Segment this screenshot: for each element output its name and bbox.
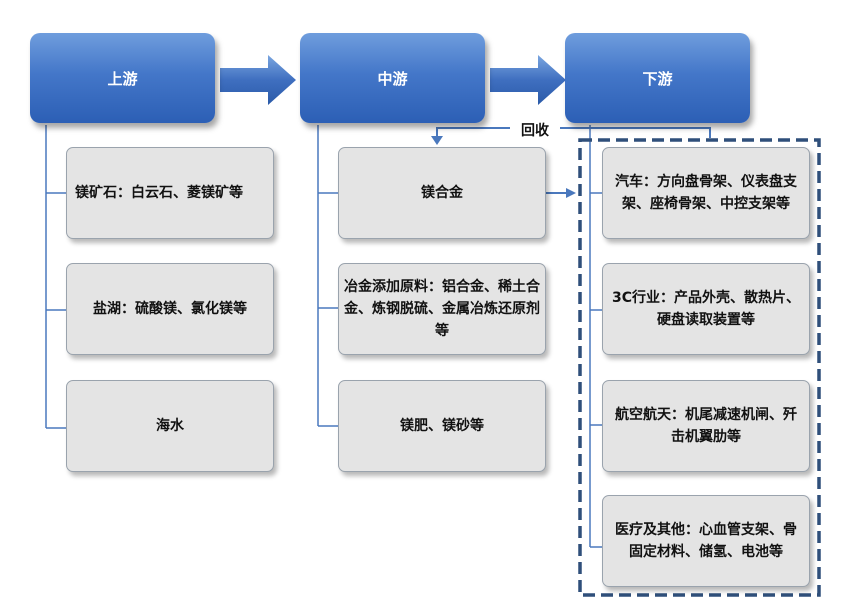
downstream-item-3c: 3C行业：产品外壳、散热片、硬盘读取装置等: [602, 263, 810, 355]
midstream-item-metallurgy-additives: 冶金添加原料：铝合金、稀土合金、炼钢脱硫、金属冶炼还原剂等: [338, 263, 546, 355]
arrow-mid-to-down: [490, 55, 566, 105]
downstream-item-medical: 医疗及其他：心血管支架、骨固定材料、储氢、电池等: [602, 495, 810, 587]
downstream-tree-lines: [589, 125, 602, 548]
upstream-item-salt-lake: 盐湖：硫酸镁、氯化镁等: [66, 263, 274, 355]
recycle-label: 回收: [510, 120, 560, 140]
upstream-tree-lines: [45, 125, 66, 429]
downstream-header: 下游: [565, 33, 750, 123]
arrow-up-to-mid: [220, 55, 296, 105]
downstream-item-text: 3C行业：产品外壳、散热片、硬盘读取装置等: [611, 290, 800, 328]
downstream-item-text: 汽车：方向盘骨架、仪表盘支架、座椅骨架、中控支架等: [615, 174, 797, 212]
midstream-item-fertilizer: 镁肥、镁砂等: [338, 380, 546, 472]
upstream-item-text: 镁矿石：白云石、菱镁矿等: [75, 185, 243, 201]
downstream-item-automotive: 汽车：方向盘骨架、仪表盘支架、座椅骨架、中控支架等: [602, 147, 810, 239]
downstream-dashed-frame: [578, 138, 821, 597]
upstream-item-text: 盐湖：硫酸镁、氯化镁等: [93, 301, 247, 317]
midstream-item-text: 镁肥、镁砂等: [400, 418, 484, 434]
midstream-item-text: 冶金添加原料：铝合金、稀土合金、炼钢脱硫、金属冶炼还原剂等: [344, 279, 540, 339]
recycle-line: [436, 127, 711, 138]
downstream-item-aerospace: 航空航天：机尾减速机闸、歼击机翼肋等: [602, 380, 810, 472]
alloy-to-downstream-arrowhead: [566, 188, 576, 198]
downstream-item-text: 医疗及其他：心血管支架、骨固定材料、储氢、电池等: [615, 522, 797, 560]
upstream-item-seawater: 海水: [66, 380, 274, 472]
upstream-item-text: 海水: [156, 418, 184, 434]
upstream-header: 上游: [30, 33, 215, 123]
midstream-tree-lines: [317, 125, 338, 427]
downstream-item-text: 航空航天：机尾减速机闸、歼击机翼肋等: [615, 407, 797, 445]
midstream-item-magnesium-alloy: 镁合金: [338, 147, 546, 239]
midstream-header: 中游: [300, 33, 485, 123]
upstream-item-magnesium-ore: 镁矿石：白云石、菱镁矿等: [66, 147, 274, 239]
recycle-arrowhead: [431, 136, 443, 145]
midstream-item-text: 镁合金: [421, 185, 463, 201]
